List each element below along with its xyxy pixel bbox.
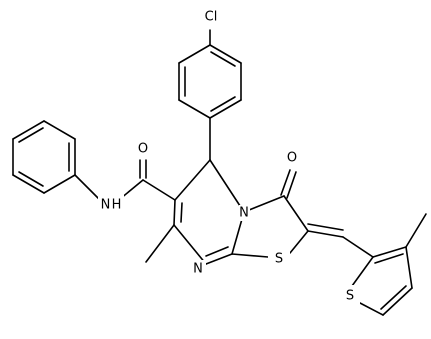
bond-thiophene-c2c3-inner (374, 253, 404, 264)
bond-c8a-n8-inner (205, 246, 229, 257)
atom-amide-nitrogen: N H (98, 194, 124, 214)
atom-chlorine: Cl (200, 6, 222, 28)
bond-phenyl-1 (43, 174, 76, 194)
bond-thiophene-c3c4 (405, 246, 413, 289)
bond-n8-c7 (173, 224, 207, 265)
bond-c2-ch-inner (307, 223, 344, 231)
bond-thiophene-c2c3 (372, 246, 407, 258)
bond-chlorophenyl-4 (178, 99, 211, 119)
bond-c3-c2 (283, 195, 309, 232)
bond-chlorophenyl-3-inner (210, 96, 236, 112)
bond-c7-c6-inner (180, 202, 183, 223)
bond-thiophene-c4c5-inner (380, 285, 407, 310)
amide-oxygen-label: O (138, 142, 148, 157)
bond-c7-methyl (145, 224, 175, 263)
bond-phenyl-5 (43, 120, 76, 140)
bond-n4-c3 (243, 195, 285, 213)
bond-chlorophenyl-3 (209, 99, 242, 119)
bond-ch-thiophene (342, 236, 374, 258)
imine-nitrogen-label: N (193, 262, 203, 277)
bond-c8a-n8 (205, 253, 233, 265)
bond-c3-o (280, 169, 291, 196)
atom-amide-oxygen: O (136, 140, 150, 158)
bond-c6-c5 (174, 159, 211, 201)
bond-phenyl-4 (12, 120, 45, 140)
bond-c6-amide-c (142, 179, 176, 201)
bond-phenyl-2-inner (18, 171, 44, 187)
keto-oxygen-label: O (287, 151, 297, 166)
bond-phenyl-2 (12, 174, 45, 194)
thiazole-sulfur-label: S (275, 252, 283, 267)
bond-c5-n4 (209, 159, 245, 213)
atom-label-layer: Cl O N H N N S O S (98, 6, 360, 307)
bond-n-phenyl (74, 174, 101, 201)
bond-s1-c8a (231, 253, 269, 258)
bond-thiophene-c3-methyl (405, 213, 427, 248)
atom-imine-nitrogen: N (190, 260, 206, 278)
bond-c7-c6 (173, 199, 176, 226)
thiophene-sulfur-label: S (346, 289, 354, 304)
bond-chlorophenyl-1 (209, 44, 242, 64)
atom-keto-oxygen: O (284, 148, 300, 168)
bond-layer (12, 29, 427, 316)
chlorine-label: Cl (205, 10, 218, 25)
atom-ring-nitrogen: N (239, 205, 250, 221)
bond-chlorophenyl-1-inner (210, 51, 236, 67)
atom-thiazole-sulfur: S (268, 249, 290, 269)
bond-thiophene-c5-s (359, 302, 384, 316)
amide-nh-label: N H (101, 198, 122, 213)
ring-nitrogen-label: N (239, 206, 249, 221)
bond-c2-s1 (289, 230, 309, 254)
bond-chlorophenyl-6 (178, 44, 211, 64)
bond-phenyl-4-inner (18, 127, 44, 143)
bond-c2-ch (307, 230, 344, 238)
atom-thiophene-sulfur: S (340, 285, 360, 307)
bond-thiophene-s-c2 (351, 256, 374, 287)
bond-thiophene-c4c5 (382, 287, 413, 316)
bond-c3-o-inner (286, 171, 297, 199)
